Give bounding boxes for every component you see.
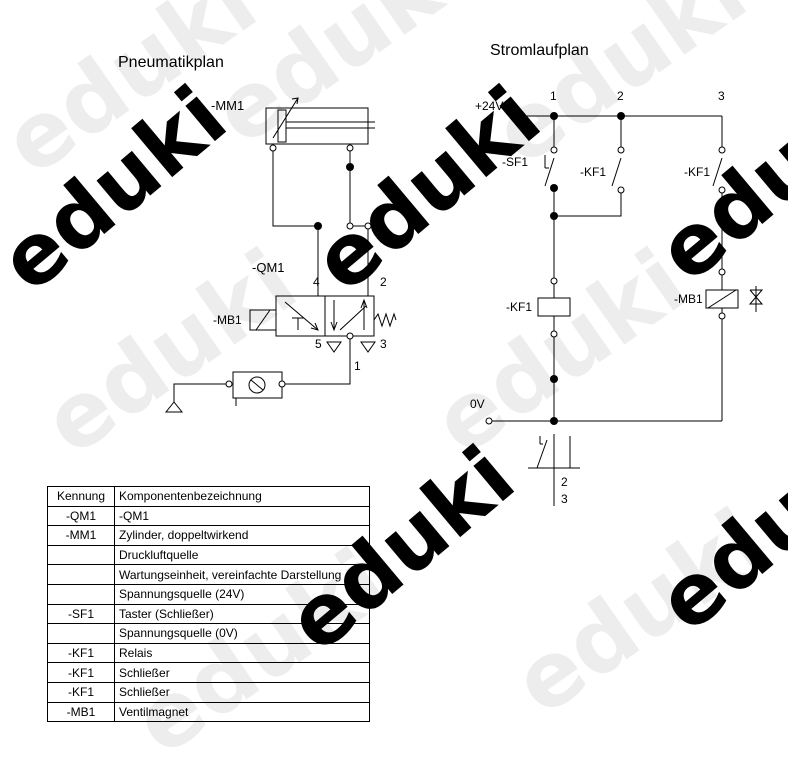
- legend-cell-id: [47, 623, 115, 644]
- legend-cell-id: [47, 564, 115, 585]
- relay-coil-label: -KF1: [506, 300, 532, 314]
- solenoid-label: -MB1: [213, 313, 242, 327]
- valve-spring: [373, 312, 397, 328]
- port-1-label: 1: [354, 359, 361, 373]
- legend-cell-id: -QM1: [47, 505, 115, 527]
- valve-solenoid: [249, 309, 277, 331]
- contact-kf1-a-blade: [611, 157, 622, 187]
- legend-header-row: Kennung Komponentenbezeichnung: [47, 486, 370, 507]
- legend-cell-name: Schließer: [114, 662, 370, 683]
- pipe-source: [173, 383, 226, 402]
- supply-24v-label: +24V: [475, 99, 503, 113]
- legend-header-id: Kennung: [47, 486, 115, 507]
- cylinder-piston: [277, 109, 287, 143]
- column-2-label: 2: [617, 89, 624, 103]
- column-3-label: 3: [718, 89, 725, 103]
- port-4-label: 4: [313, 275, 320, 289]
- table-row: Druckluftquelle: [47, 544, 370, 566]
- table-row: -QM1-QM1: [47, 505, 370, 527]
- contact-kf1-b-label: -KF1: [684, 165, 710, 179]
- legend-cell-id: -KF1: [47, 642, 115, 664]
- pipe-supply: [282, 336, 351, 385]
- switch-sf1-label: -SF1: [502, 155, 528, 169]
- cylinder-label: -MM1: [211, 98, 244, 113]
- contact-table-top-label: 2: [561, 475, 568, 489]
- pipe-cylinder-to-port2: [349, 148, 369, 296]
- port-3-label: 3: [380, 337, 387, 351]
- exhaust-3: [360, 341, 376, 353]
- legend-cell-name: Taster (Schließer): [114, 603, 370, 625]
- electric-diagram: +24V 0V 1 2 3 -SF1 -KF1 -KF1 -KF1 -MB1 2…: [470, 89, 764, 506]
- port-2-label: 2: [380, 275, 387, 289]
- contact-table-bottom-label: 3: [561, 492, 568, 506]
- legend-cell-id: -MM1: [47, 525, 115, 546]
- legend-cell-name: Relais: [114, 642, 370, 664]
- legend-cell-id: -KF1: [47, 681, 115, 703]
- legend-cell-id: [47, 544, 115, 566]
- legend-cell-name: Zylinder, doppeltwirkend: [114, 525, 370, 546]
- valve-label: -QM1: [252, 260, 285, 275]
- legend-cell-name: Schließer: [114, 681, 370, 703]
- contact-kf1-b-blade: [712, 157, 723, 187]
- pipe-cylinder-to-port4: [272, 148, 319, 296]
- electric-plan-title: Stromlaufplan: [490, 42, 589, 59]
- component-legend-table: Kennung Komponentenbezeichnung -QM1-QM1 …: [47, 486, 370, 723]
- pneumatic-diagram: -MM1 -QM1 -MB1 4 2 5 3 1: [164, 97, 397, 413]
- port-5-label: 5: [315, 337, 322, 351]
- exhaust-5: [326, 341, 342, 353]
- legend-cell-name: Ventilmagnet: [114, 701, 370, 723]
- legend-cell-id: -KF1: [47, 662, 115, 683]
- legend-cell-name: Wartungseinheit, vereinfachte Darstellun…: [114, 564, 370, 585]
- column-1-label: 1: [550, 89, 557, 103]
- table-row: Wartungseinheit, vereinfachte Darstellun…: [47, 564, 370, 585]
- air-source: [164, 401, 184, 413]
- legend-header-name: Komponentenbezeichnung: [114, 486, 370, 507]
- legend-cell-name: -QM1: [114, 505, 370, 527]
- switch-sf1-blade: [544, 157, 555, 187]
- legend-cell-id: [47, 583, 115, 605]
- legend-cell-id: -SF1: [47, 603, 115, 625]
- contact-kf1-a-label: -KF1: [580, 165, 606, 179]
- legend-cell-name: Spannungsquelle (0V): [114, 623, 370, 644]
- solenoid-mb1-label: -MB1: [674, 292, 703, 306]
- cylinder-body: [265, 107, 369, 145]
- legend-cell-name: Spannungsquelle (24V): [114, 583, 370, 605]
- supply-0v-label: 0V: [470, 397, 485, 411]
- pneumatic-plan-title: Pneumatikplan: [118, 54, 224, 71]
- relay-coil-kf1: [537, 297, 571, 317]
- table-row: Spannungsquelle (24V): [47, 583, 370, 605]
- table-row: Spannungsquelle (0V): [47, 623, 370, 644]
- legend-cell-id: -MB1: [47, 701, 115, 723]
- legend-cell-name: Druckluftquelle: [114, 544, 370, 566]
